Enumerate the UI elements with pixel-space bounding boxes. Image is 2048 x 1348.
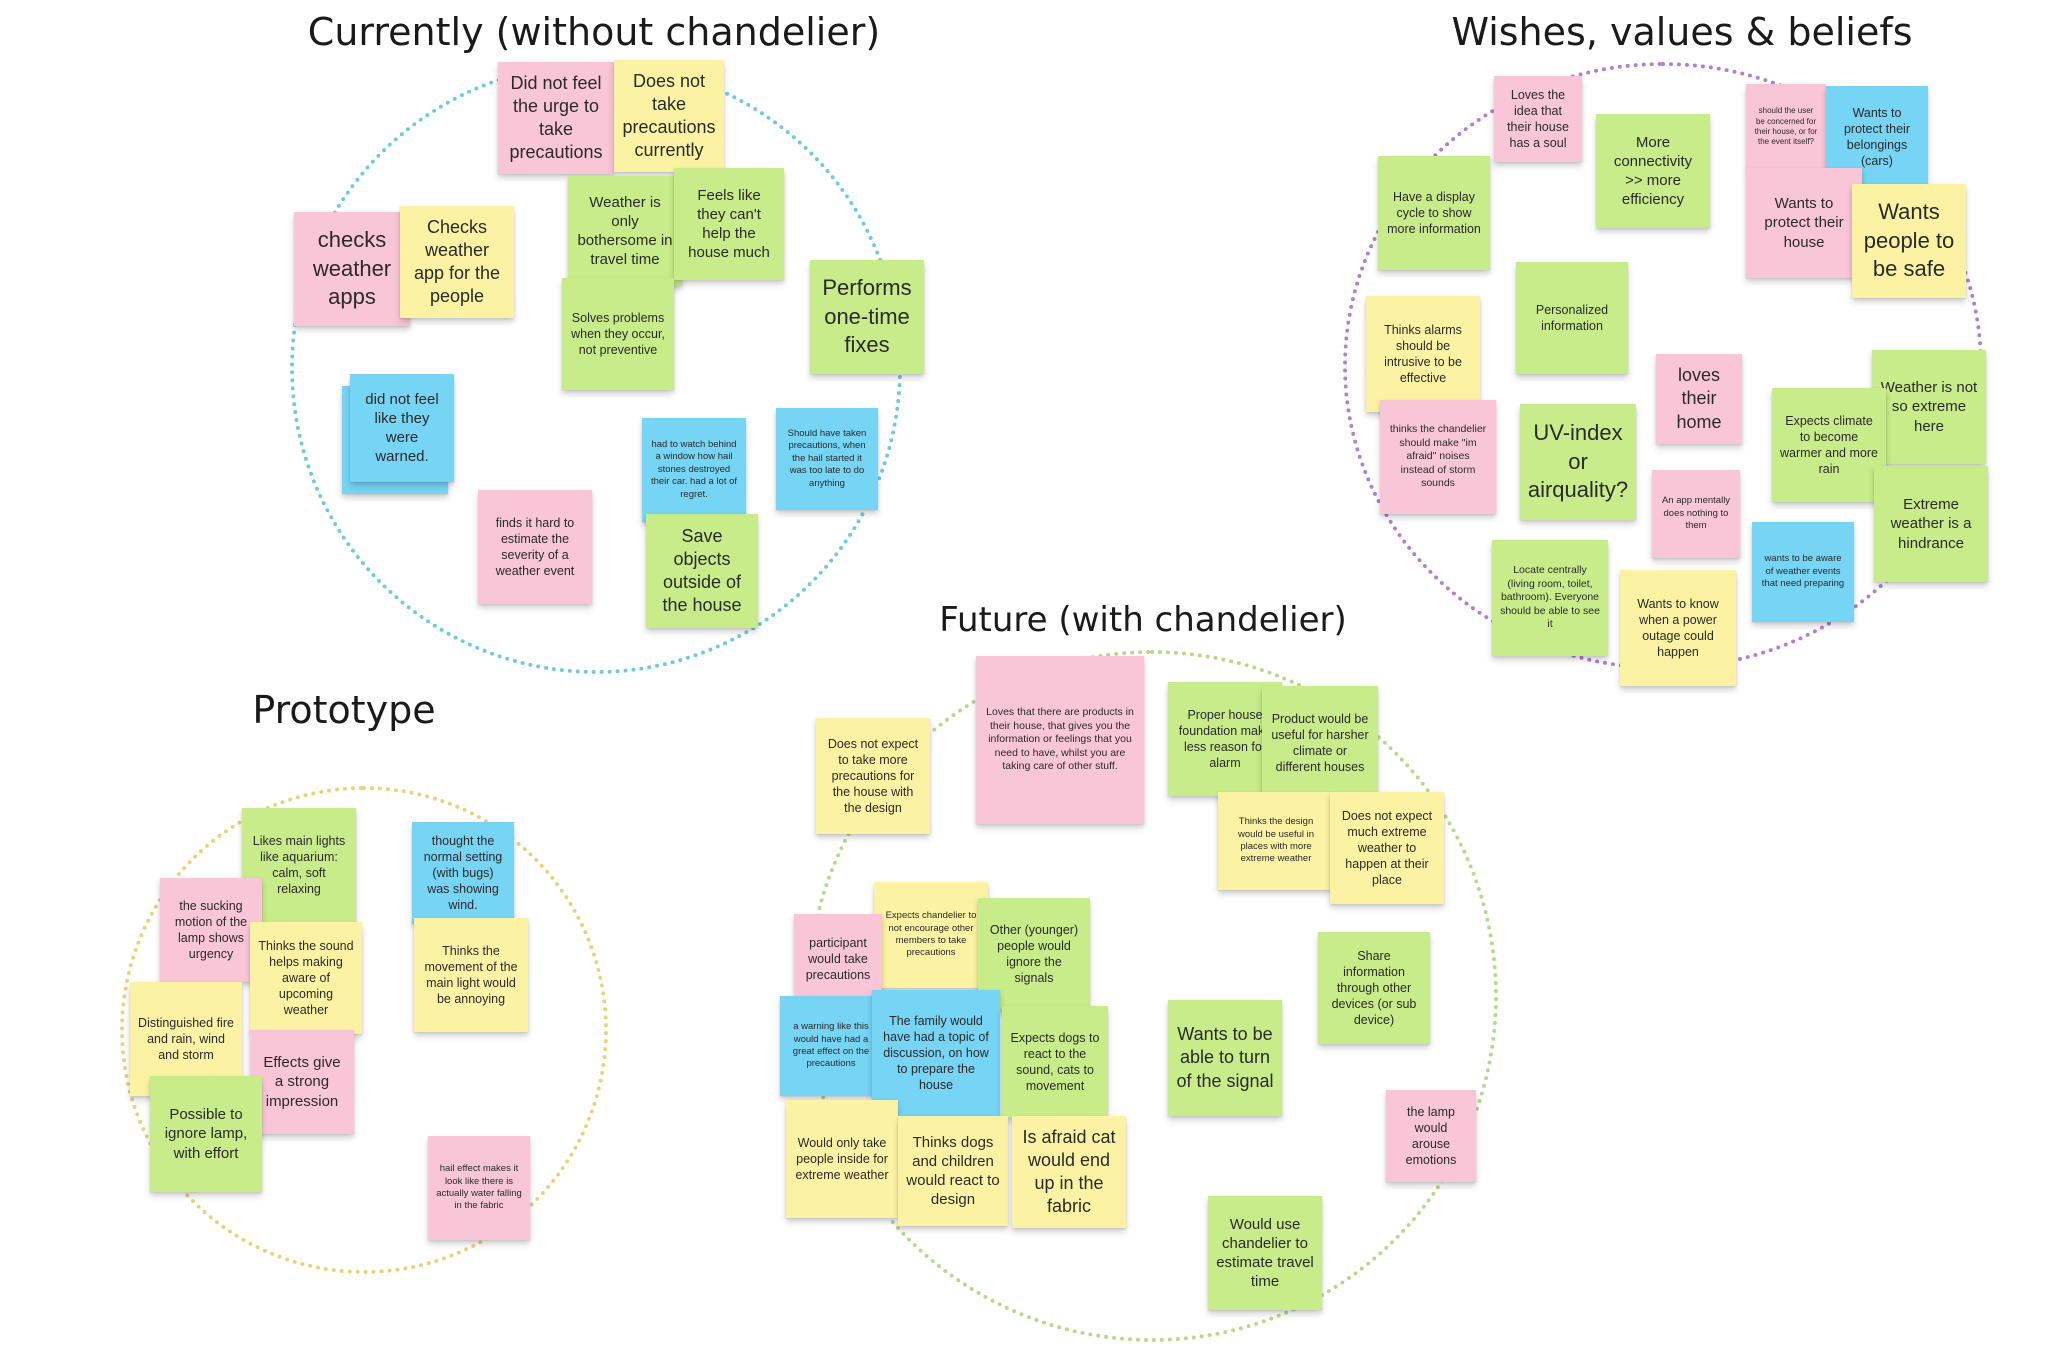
sticky-note[interactable]: the lamp would arouse emotions bbox=[1386, 1090, 1476, 1182]
sticky-note[interactable]: Thinks the movement of the main light wo… bbox=[414, 918, 528, 1032]
sticky-note[interactable]: the sucking motion of the lamp shows urg… bbox=[160, 878, 262, 982]
sticky-note[interactable]: Checks weather app for the people bbox=[400, 206, 514, 318]
sticky-note[interactable]: hail effect makes it look like there is … bbox=[428, 1136, 530, 1240]
sticky-note[interactable]: Share information through other devices … bbox=[1318, 932, 1430, 1044]
sticky-note[interactable]: Thinks dogs and children would react to … bbox=[898, 1116, 1008, 1226]
sticky-note[interactable]: participant would take precautions bbox=[794, 914, 882, 1004]
sticky-note[interactable]: Personalized information bbox=[1516, 262, 1628, 374]
sticky-note[interactable]: Expects chandelier to not encourage othe… bbox=[874, 882, 988, 988]
sticky-note[interactable]: UV-index or airquality? bbox=[1520, 404, 1636, 520]
sticky-note[interactable]: thought the normal setting (with bugs) w… bbox=[412, 822, 514, 924]
sticky-note[interactable]: Product would be useful for harsher clim… bbox=[1262, 686, 1378, 800]
sticky-note[interactable]: Loves the idea that their house has a so… bbox=[1494, 76, 1582, 162]
sticky-note[interactable]: Locate centrally (living room, toilet, b… bbox=[1492, 540, 1608, 656]
sticky-note[interactable]: Loves that there are products in their h… bbox=[976, 656, 1144, 824]
sticky-note[interactable]: Expects dogs to react to the sound, cats… bbox=[1002, 1006, 1108, 1118]
sticky-note[interactable]: should the user be concerned for their h… bbox=[1746, 84, 1826, 170]
sticky-note[interactable]: Weather is only bothersome in travel tim… bbox=[568, 176, 682, 286]
sticky-note[interactable]: Feels like they can't help the house muc… bbox=[674, 168, 784, 280]
sticky-note[interactable]: More connectivity >> more efficiency bbox=[1596, 114, 1710, 228]
sticky-note[interactable]: Solves problems when they occur, not pre… bbox=[562, 278, 674, 390]
cluster-title-prototype: Prototype bbox=[252, 688, 436, 732]
sticky-note[interactable]: Wants to know when a power outage could … bbox=[1620, 570, 1736, 686]
sticky-note[interactable]: Did not feel the urge to take precaution… bbox=[498, 62, 614, 174]
sticky-note[interactable]: An app mentally does nothing to them bbox=[1652, 470, 1740, 558]
sticky-note[interactable]: Save objects outside of the house bbox=[646, 514, 758, 628]
sticky-note[interactable]: Expects climate to become warmer and mor… bbox=[1772, 388, 1886, 502]
sticky-note[interactable]: Thinks the sound helps making aware of u… bbox=[250, 922, 362, 1034]
sticky-note[interactable]: Wants to protect their belongings (cars) bbox=[1826, 86, 1928, 188]
sticky-note[interactable]: Thinks alarms should be intrusive to be … bbox=[1366, 296, 1480, 412]
sticky-note[interactable]: had to watch behind a window how hail st… bbox=[642, 418, 746, 522]
sticky-note[interactable]: checks weather apps bbox=[294, 212, 410, 326]
sticky-note[interactable]: Wants people to be safe bbox=[1852, 184, 1966, 298]
sticky-note[interactable]: did not feel like they were warned. bbox=[350, 374, 454, 482]
sticky-note[interactable]: Is afraid cat would end up in the fabric bbox=[1012, 1116, 1126, 1228]
cluster-title-future: Future (with chandelier) bbox=[939, 600, 1347, 640]
sticky-note[interactable]: loves their home bbox=[1656, 354, 1742, 444]
sticky-note[interactable]: Wants to be able to turn of the signal bbox=[1168, 1000, 1282, 1116]
sticky-note[interactable]: wants to be aware of weather events that… bbox=[1752, 522, 1854, 622]
sticky-note[interactable]: Extreme weather is a hindrance bbox=[1874, 466, 1988, 582]
sticky-note[interactable]: Possible to ignore lamp, with effort bbox=[150, 1076, 262, 1192]
sticky-note[interactable]: Thinks the design would be useful in pla… bbox=[1218, 792, 1334, 890]
sticky-note[interactable]: Does not take precautions currently bbox=[614, 60, 724, 172]
cluster-title-wishes: Wishes, values & beliefs bbox=[1451, 10, 1913, 54]
sticky-note[interactable]: Weather is not so extreme here bbox=[1872, 350, 1986, 464]
sticky-note[interactable]: Would only take people inside for extrem… bbox=[786, 1100, 898, 1218]
sticky-note[interactable]: The family would have had a topic of dis… bbox=[872, 990, 1000, 1116]
sticky-note[interactable]: Performs one-time fixes bbox=[810, 260, 924, 374]
sticky-note[interactable]: Other (younger) people would ignore the … bbox=[978, 898, 1090, 1010]
sticky-note[interactable]: Does not expect much extreme weather to … bbox=[1330, 792, 1444, 904]
sticky-note[interactable]: a warning like this would have had a gre… bbox=[780, 996, 882, 1096]
sticky-note[interactable]: Effects give a strong impression bbox=[250, 1030, 354, 1134]
sticky-note[interactable]: thinks the chandelier should make "im af… bbox=[1380, 400, 1496, 514]
sticky-note[interactable]: finds it hard to estimate the severity o… bbox=[478, 490, 592, 604]
sticky-note[interactable]: Does not expect to take more precautions… bbox=[816, 718, 930, 834]
sticky-note[interactable]: Would use chandelier to estimate travel … bbox=[1208, 1196, 1322, 1310]
sticky-note[interactable]: Wants to protect their house bbox=[1746, 168, 1862, 278]
sticky-note[interactable]: Should have taken precautions, when the … bbox=[776, 408, 878, 510]
sticky-note[interactable]: Have a display cycle to show more inform… bbox=[1378, 156, 1490, 270]
cluster-title-currently: Currently (without chandelier) bbox=[307, 10, 881, 54]
